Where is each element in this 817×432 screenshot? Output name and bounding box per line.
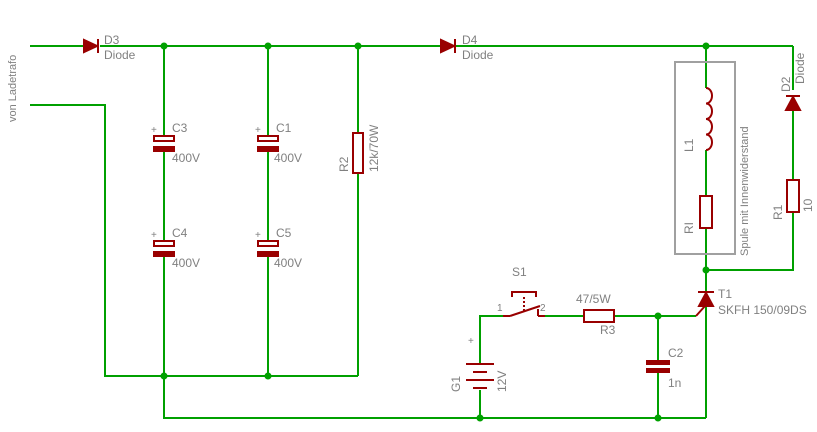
r1-name: R1 [771, 204, 785, 220]
t1-value: SKFH 150/09DS [718, 303, 807, 317]
c5-name: C5 [276, 226, 292, 240]
g1-plus: + [468, 336, 474, 347]
diode-d3: D3 Diode [83, 33, 136, 62]
input-label: von Ladetrafo [7, 55, 19, 122]
s1-pin2: 2 [540, 303, 546, 314]
d4-value: Diode [462, 48, 494, 62]
l1-name: L1 [682, 138, 696, 152]
d2-name: D2 [779, 76, 793, 92]
battery-g1: + G1 12V [449, 336, 509, 392]
junctions [160, 42, 710, 422]
diode-d4: D4 Diode [440, 33, 494, 62]
c3-value: 400V [172, 151, 200, 165]
c2-value: 1n [668, 376, 681, 390]
inductor-l1 [705, 87, 713, 151]
g1-name: G1 [449, 376, 463, 392]
thyristor-t1: T1 SKFH 150/09DS [695, 287, 807, 317]
c5-polarity: + [255, 230, 261, 241]
capacitor-c2: C2 1n [646, 346, 684, 390]
r1-value: 10 [801, 198, 815, 212]
d2-value: Diode [793, 52, 807, 84]
capacitor-c5: + C5 400V [255, 226, 302, 270]
s1-pin1: 1 [497, 303, 503, 314]
c4-polarity: + [151, 230, 157, 241]
c4-value: 400V [172, 256, 200, 270]
c5-value: 400V [274, 256, 302, 270]
c3-name: C3 [172, 121, 188, 135]
ri-name: RI [682, 222, 696, 234]
c1-value: 400V [274, 151, 302, 165]
r2-name: R2 [337, 156, 351, 172]
c3-polarity: + [151, 125, 157, 136]
c1-name: C1 [276, 121, 292, 135]
r3-value: 47/5W [576, 292, 611, 306]
g1-value: 12V [495, 371, 509, 392]
switch-s1: S1 1 2 [497, 265, 546, 317]
capacitor-c1: + C1 400V [255, 121, 302, 165]
resistor-r2: R2 12k/70W [337, 124, 381, 174]
c1-polarity: + [255, 125, 261, 136]
d3-name: D3 [104, 33, 120, 47]
capacitor-c4: + C4 400V [151, 226, 200, 270]
resistor-r3: 47/5W R3 [576, 292, 616, 337]
s1-name: S1 [512, 265, 527, 279]
wires [30, 45, 794, 419]
coil-assembly: Spule mit Innenwiderstand L1 RI [674, 61, 751, 256]
d4-name: D4 [462, 33, 478, 47]
t1-name: T1 [718, 287, 732, 301]
resistor-ri [699, 195, 713, 229]
capacitor-c3: + C3 400V [151, 121, 200, 165]
resistor-r1: R1 10 [771, 179, 815, 220]
c4-name: C4 [172, 226, 188, 240]
r2-value: 12k/70W [367, 124, 381, 172]
c2-name: C2 [668, 346, 684, 360]
diode-d2: D2 Diode [779, 52, 807, 111]
coil-box-label: Spule mit Innenwiderstand [739, 126, 751, 256]
d3-value: Diode [104, 48, 136, 62]
r3-name: R3 [600, 323, 616, 337]
